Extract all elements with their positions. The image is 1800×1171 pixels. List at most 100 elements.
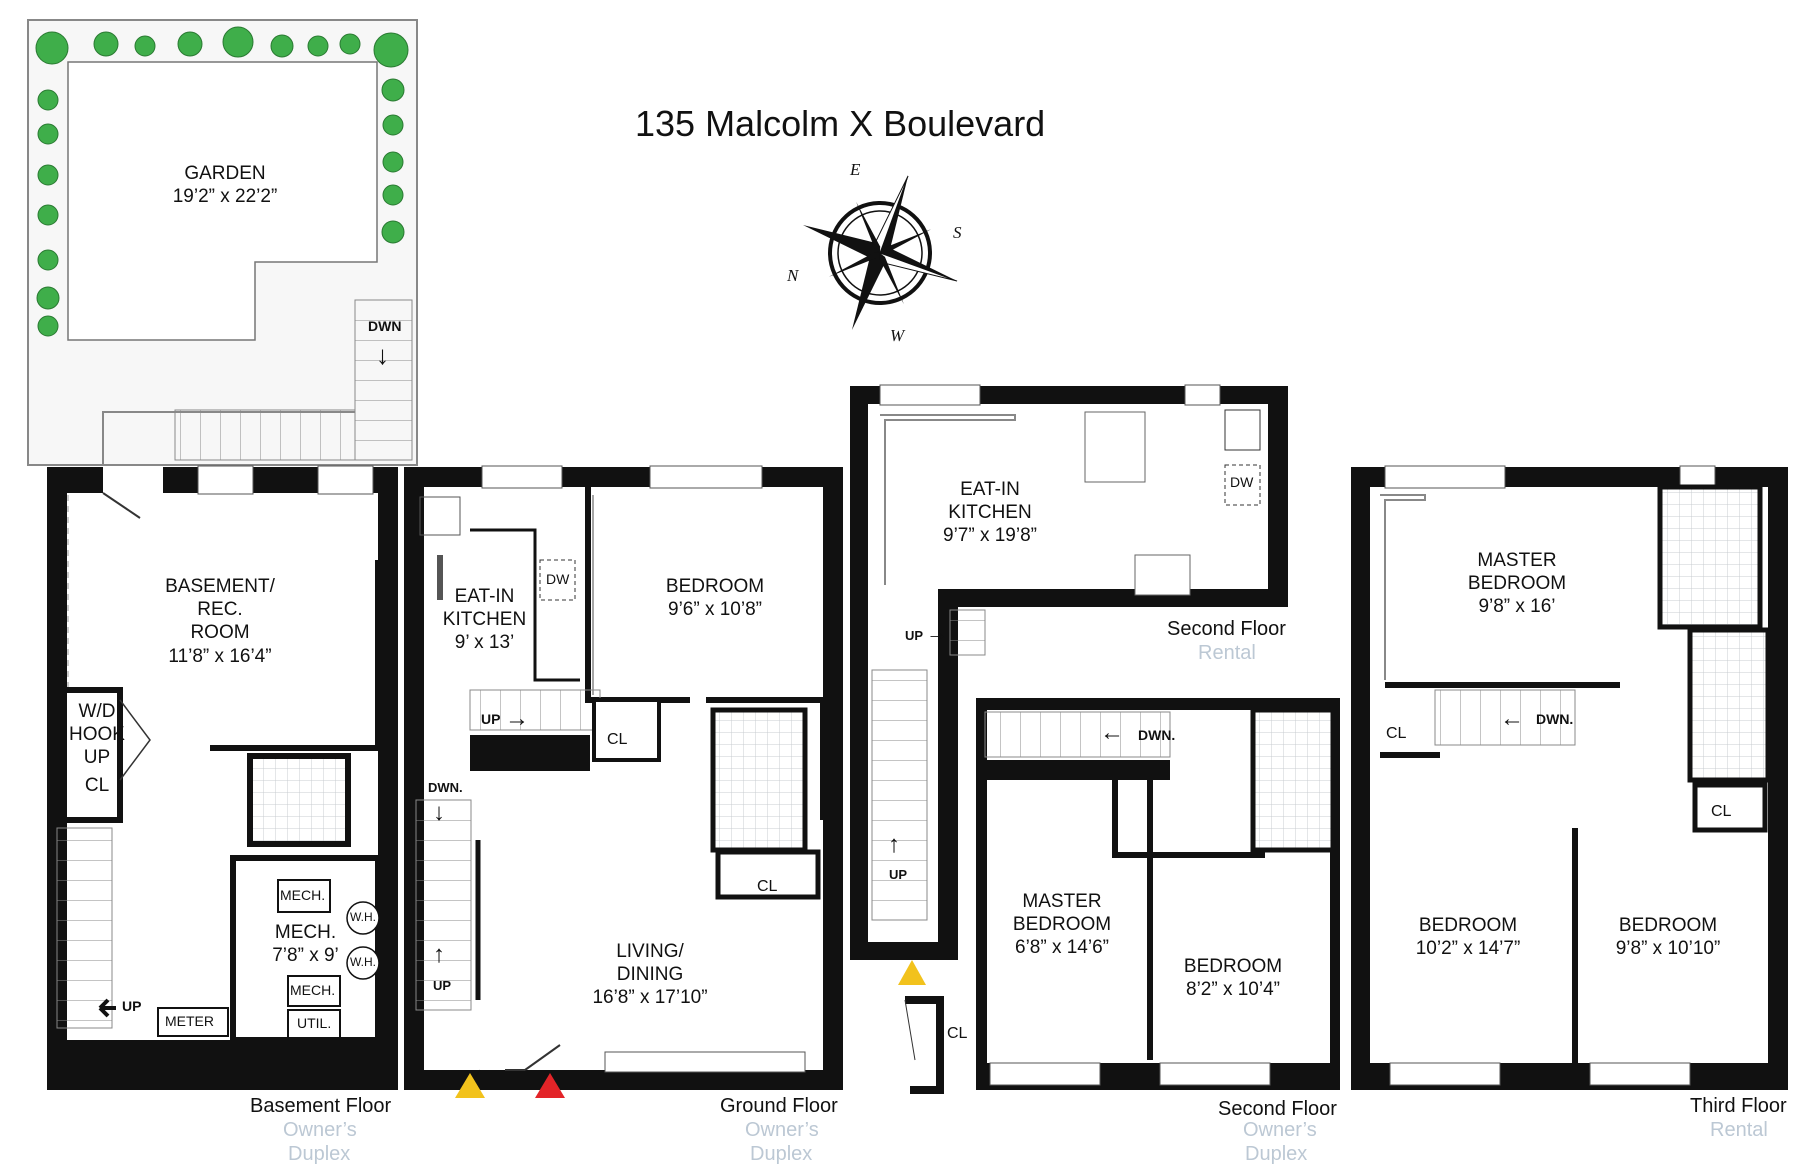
gl-line2: DINING (616, 964, 684, 986)
second-up1-arrow: → (926, 620, 948, 645)
tm-line1: MASTER (1477, 550, 1557, 571)
compass-rose (802, 175, 958, 331)
second-up-1: UP (905, 628, 924, 643)
second-floor-owner-plan (976, 698, 1340, 1090)
gl-dims: 16’8” x 17’10” (592, 987, 708, 1009)
mech-dims: 7’8” x 9’ (272, 945, 339, 967)
rec-line2: REC. (197, 599, 243, 621)
water-heater-2: W.H. (350, 955, 376, 969)
third-floor-label: Third Floor (1690, 1095, 1787, 1117)
second-rental-floor-label: Second Floor (1167, 618, 1286, 640)
ground-dwn-arrow: ↓ (433, 799, 445, 826)
gb-dims: 9’6” x 10’8” (668, 599, 762, 621)
garden-dims: 19’2” x 22’2” (172, 186, 278, 208)
tm-dims: 9’8” x 16’ (1478, 596, 1556, 618)
garden-stair-label: DWN (368, 318, 402, 334)
second-up-2: UP (889, 867, 908, 882)
page-title: 135 Malcolm X Boulevard (635, 103, 1046, 144)
mech-name: MECH. (274, 922, 337, 943)
ground-cl-2: CL (757, 878, 778, 895)
compass-north: N (787, 266, 799, 285)
tb1-dims: 10’2” x 14’7” (1415, 938, 1521, 960)
tb2-dims: 9’8” x 10’10” (1615, 938, 1721, 960)
ground-bedroom-label: BEDROOM 9’6” x 10’8” (660, 575, 770, 621)
compass-south: S (953, 223, 962, 242)
wd-line4: CL (84, 774, 110, 796)
second-cl: CL (947, 1025, 968, 1042)
second-owner-floor-label: Second Floor (1218, 1098, 1337, 1120)
tb2-name: BEDROOM (1618, 915, 1718, 936)
ground-up-1: UP (481, 711, 501, 727)
ground-cl-1: CL (607, 731, 628, 748)
sk-dims: 9’7” x 19’8” (943, 525, 1037, 547)
sk-line2: KITCHEN (948, 502, 1032, 524)
compass-west: W (890, 326, 905, 345)
garden-stair-arrow: ↓ (376, 340, 389, 370)
second-owner-line2: Duplex (1245, 1143, 1308, 1165)
rec-line1: BASEMENT/ (165, 576, 275, 597)
gk-line1: EAT-IN (454, 586, 515, 607)
second-bedroom-label: BEDROOM 8’2” x 10’4” (1178, 955, 1288, 1001)
garden-area (27, 19, 418, 466)
second-owner-dwn-label: DWN. (1138, 727, 1176, 743)
garden-name: GARDEN (184, 163, 266, 184)
second-kitchen-label: EAT-IN KITCHEN 9’7” x 19’8” (935, 478, 1045, 548)
third-bedroom2-label: BEDROOM 9’8” x 10’10” (1608, 914, 1728, 960)
gk-line2: KITCHEN (442, 609, 527, 631)
ground-floor-label: Ground Floor (720, 1095, 838, 1117)
ground-up-arrow: → (505, 705, 529, 732)
third-dwn-label: DWN. (1536, 711, 1574, 727)
second-up2-arrow: ↑ (888, 831, 900, 858)
rec-line3: ROOM (190, 622, 250, 644)
sk-line1: EAT-IN (960, 479, 1020, 500)
third-master-label: MASTER BEDROOM 9’8” x 16’ (1457, 549, 1577, 619)
ground-up2-arrow: ↑ (433, 941, 445, 968)
second-floor-rental-plan (850, 384, 1288, 1094)
basement-owner-line2: Duplex (288, 1143, 351, 1165)
mech-tag-2: MECH. (290, 982, 336, 998)
ground-dw-label: DW (546, 571, 570, 587)
third-cl-1: CL (1386, 725, 1407, 742)
garden-plants (35, 26, 409, 337)
wd-line1: W/D (78, 701, 116, 722)
basement-floor-label: Basement Floor (250, 1095, 392, 1117)
basement-up-label: UP (122, 998, 142, 1014)
ground-owner-line2: Duplex (750, 1143, 813, 1165)
ground-up-2: UP (433, 978, 452, 993)
ground-floor-plan (404, 465, 843, 1098)
compass-east: E (850, 160, 861, 179)
wd-line3: UP (83, 747, 111, 769)
ground-kitchen-label: EAT-IN KITCHEN 9’ x 13’ (437, 585, 532, 655)
third-dwn-arrow: ← (1500, 705, 1524, 732)
sb-dims: 8’2” x 10’4” (1186, 979, 1280, 1001)
second-master-label: MASTER BEDROOM 6’8” x 14’6” (1007, 890, 1117, 960)
basement-owner-line1: Owner’s (283, 1119, 357, 1141)
water-heater-1: W.H. (350, 910, 376, 924)
second-owner-dwn-arrow: ← (1100, 719, 1124, 746)
meter-label: METER (165, 1013, 214, 1029)
wd-hookup-label: W/D HOOK UP CL (62, 700, 132, 797)
ground-living-label: LIVING/ DINING 16’8” x 17’10” (590, 940, 710, 1010)
tb1-name: BEDROOM (1418, 915, 1518, 936)
third-bedroom1-label: BEDROOM 10’2” x 14’7” (1408, 914, 1528, 960)
second-rental-sub-label: Rental (1198, 642, 1256, 664)
rec-dims: 11’8” x 16’4” (168, 645, 272, 667)
sm-dims: 6’8” x 14’6” (1015, 937, 1109, 959)
sm-line1: MASTER (1022, 891, 1102, 912)
wd-line2: HOOK (69, 724, 125, 746)
third-cl-2: CL (1711, 803, 1732, 820)
basement-floor-plan (47, 465, 398, 1090)
third-floor-plan (1351, 465, 1788, 1090)
basement-rec-room-label: BASEMENT/ REC. ROOM 11’8” x 16’4” (160, 575, 280, 668)
second-owner-line1: Owner’s (1243, 1119, 1317, 1141)
mech-tag-1: MECH. (280, 887, 326, 903)
gb-name: BEDROOM (665, 576, 765, 597)
ground-dwn-label: DWN. (428, 780, 463, 795)
sb-name: BEDROOM (1183, 956, 1283, 977)
ground-owner-line1: Owner’s (745, 1119, 819, 1141)
garden-label: GARDEN 19’2” x 22’2” (160, 162, 290, 208)
tm-line2: BEDROOM (1467, 573, 1567, 595)
mech-room-label: MECH. 7’8” x 9’ (268, 921, 343, 967)
second-dw-label: DW (1230, 474, 1254, 490)
